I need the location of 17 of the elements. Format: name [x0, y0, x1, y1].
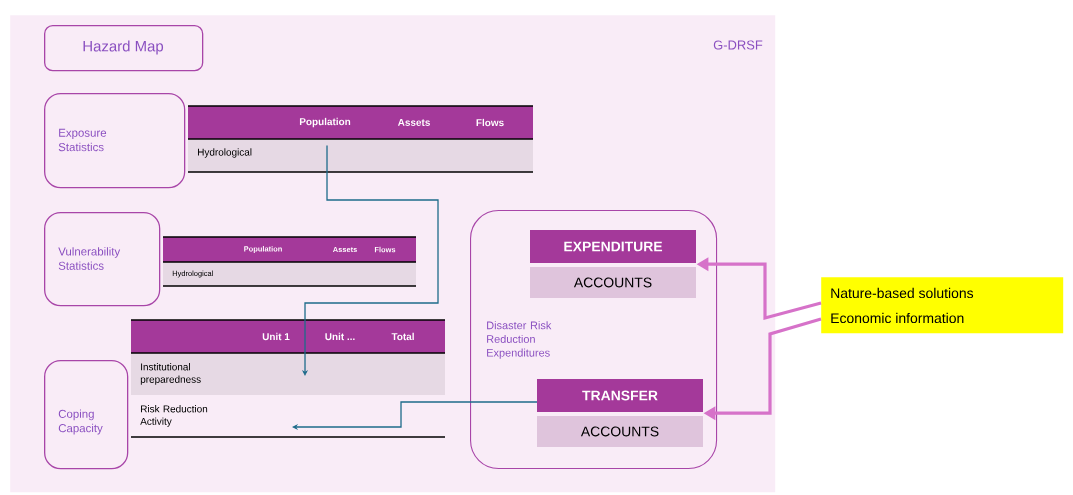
statistics-box: Coping Capacity — [44, 360, 129, 470]
account-box: EXPENDITURE ACCOUNTS — [530, 230, 696, 298]
node-label: Hydrological — [198, 148, 252, 158]
data-table: Population Assets Flows Hydrological — [187, 105, 534, 173]
statistics-box: Exposure Statistics — [44, 93, 186, 189]
node-label: Unit ... — [325, 332, 355, 341]
arrow — [292, 401, 538, 431]
title-box: Hazard Map — [44, 25, 204, 72]
node-label: ACCOUNTS — [573, 277, 652, 288]
node-label: Unit 1 — [262, 332, 290, 341]
node-label: ACCOUNTS — [580, 426, 659, 437]
highlight-note: Nature-based solutions Economic information — [821, 277, 1064, 334]
statistics-box: Vulnerability Statistics — [44, 212, 161, 307]
node-label: Total — [391, 332, 414, 341]
node-label: Risk Reduction Activity — [140, 405, 208, 427]
account-box: TRANSFER ACCOUNTS — [537, 379, 703, 447]
data-table: Unit 1 Unit ... Total Institutional preparedness Risk Reduction Activity — [130, 319, 446, 438]
